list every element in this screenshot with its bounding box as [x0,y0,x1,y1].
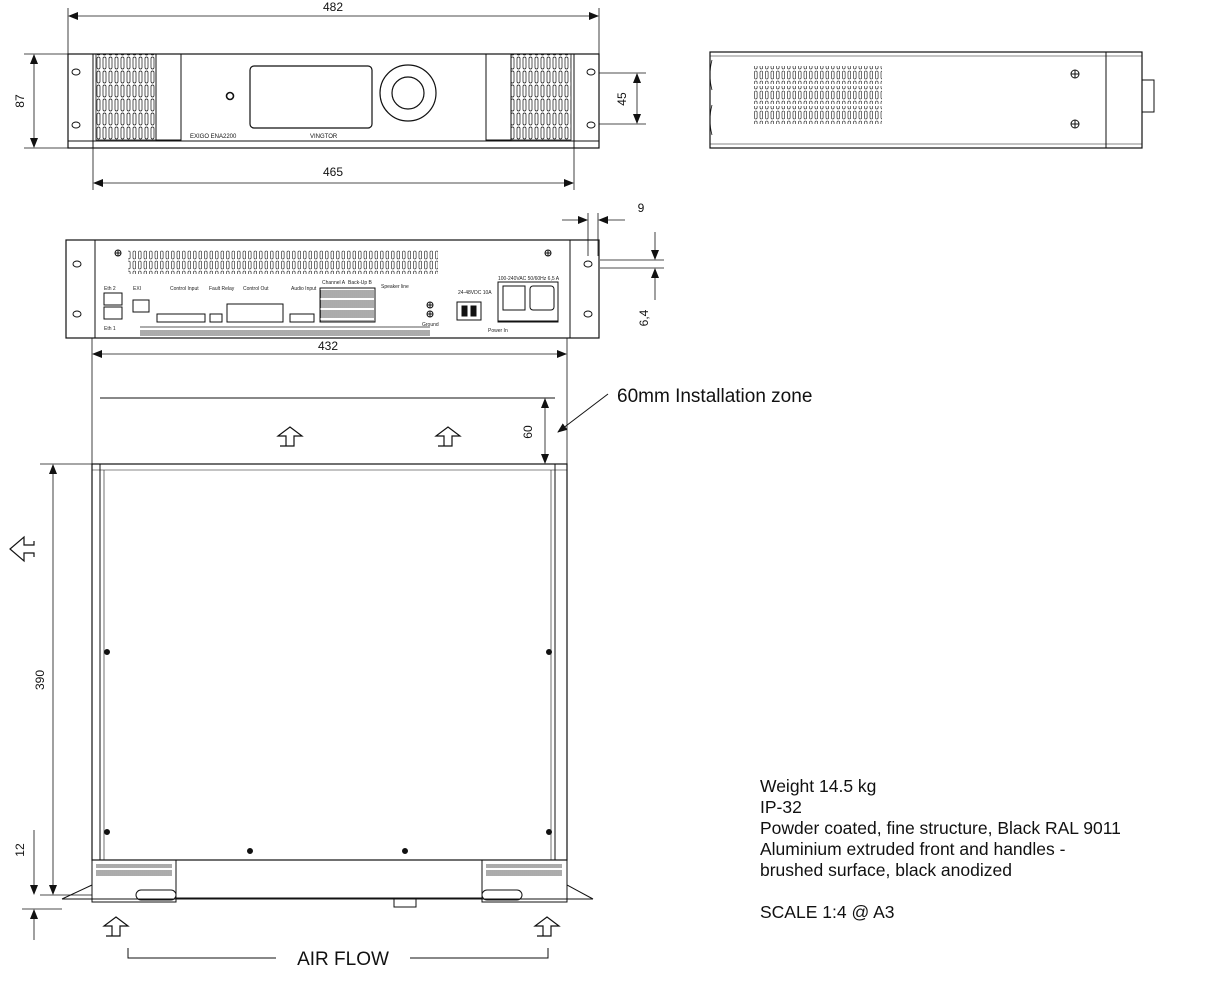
spec-line: Aluminium extruded front and handles - [760,839,1066,859]
dim-rear-width: 432 [318,339,338,353]
rear-exi: EXI [133,286,141,292]
dim-feet: 12 [13,843,27,857]
dim-width-total: 482 [323,0,343,14]
dim-rear-offset: 9 [638,201,645,215]
dim-rear-hole: 6,4 [637,309,651,326]
rear-channel-a: Channel A [322,280,346,286]
airflow-up-arrow [533,916,561,937]
rear-fault-relay: Fault Relay [209,286,235,292]
front-view: 482 87 EXIGO ENA2200 VINGTOR 45 [13,0,646,190]
side-view [709,51,1155,149]
rear-eth1: Eth 1 [104,326,116,332]
spec-notes: Weight 14.5 kg IP-32 Powder coated, fine… [760,776,1121,923]
airflow-up-arrow [434,426,462,447]
rear-control-out: Control Out [243,286,269,292]
rear-audio-input: Audio Input [291,286,317,292]
front-model-label: EXIGO ENA2200 [190,134,237,140]
spec-line: Powder coated, fine structure, Black RAL… [760,818,1121,838]
dim-zone: 60 [521,425,535,439]
airflow-up-arrow [102,916,130,937]
front-brand-label: VINGTOR [310,134,338,140]
dim-width-body: 465 [323,165,343,179]
airflow-up-arrow [276,426,304,447]
rear-speaker-line: Speaker line [381,284,409,290]
rear-view: Eth 2 Eth 1 EXI Control Input Fault Rela… [65,201,664,470]
scale-label: SCALE 1:4 @ A3 [760,902,895,922]
spec-line: brushed surface, black anodized [760,860,1012,880]
top-view: 60 60mm Installation zone [9,386,812,970]
spec-line: IP-32 [760,797,802,817]
rear-eth2: Eth 2 [104,286,116,292]
rear-control-input: Control Input [170,286,199,292]
airflow-left-arrow [9,535,35,563]
rear-ground: Ground [422,322,439,328]
dim-handle-span: 45 [615,92,629,106]
rear-backup-b: Back-Up B [348,280,373,286]
rear-ac: 100-240VAC 50/60Hz 6,5 A [498,276,560,282]
spec-line: Weight 14.5 kg [760,776,877,796]
rear-power-in: Power In [488,328,508,334]
installation-zone-label: 60mm Installation zone [617,386,812,407]
dim-depth: 390 [33,670,47,690]
air-flow-label: AIR FLOW [297,949,389,970]
rear-dc: 24-48VDC 10A [458,290,492,296]
dim-height-front: 87 [13,94,27,108]
